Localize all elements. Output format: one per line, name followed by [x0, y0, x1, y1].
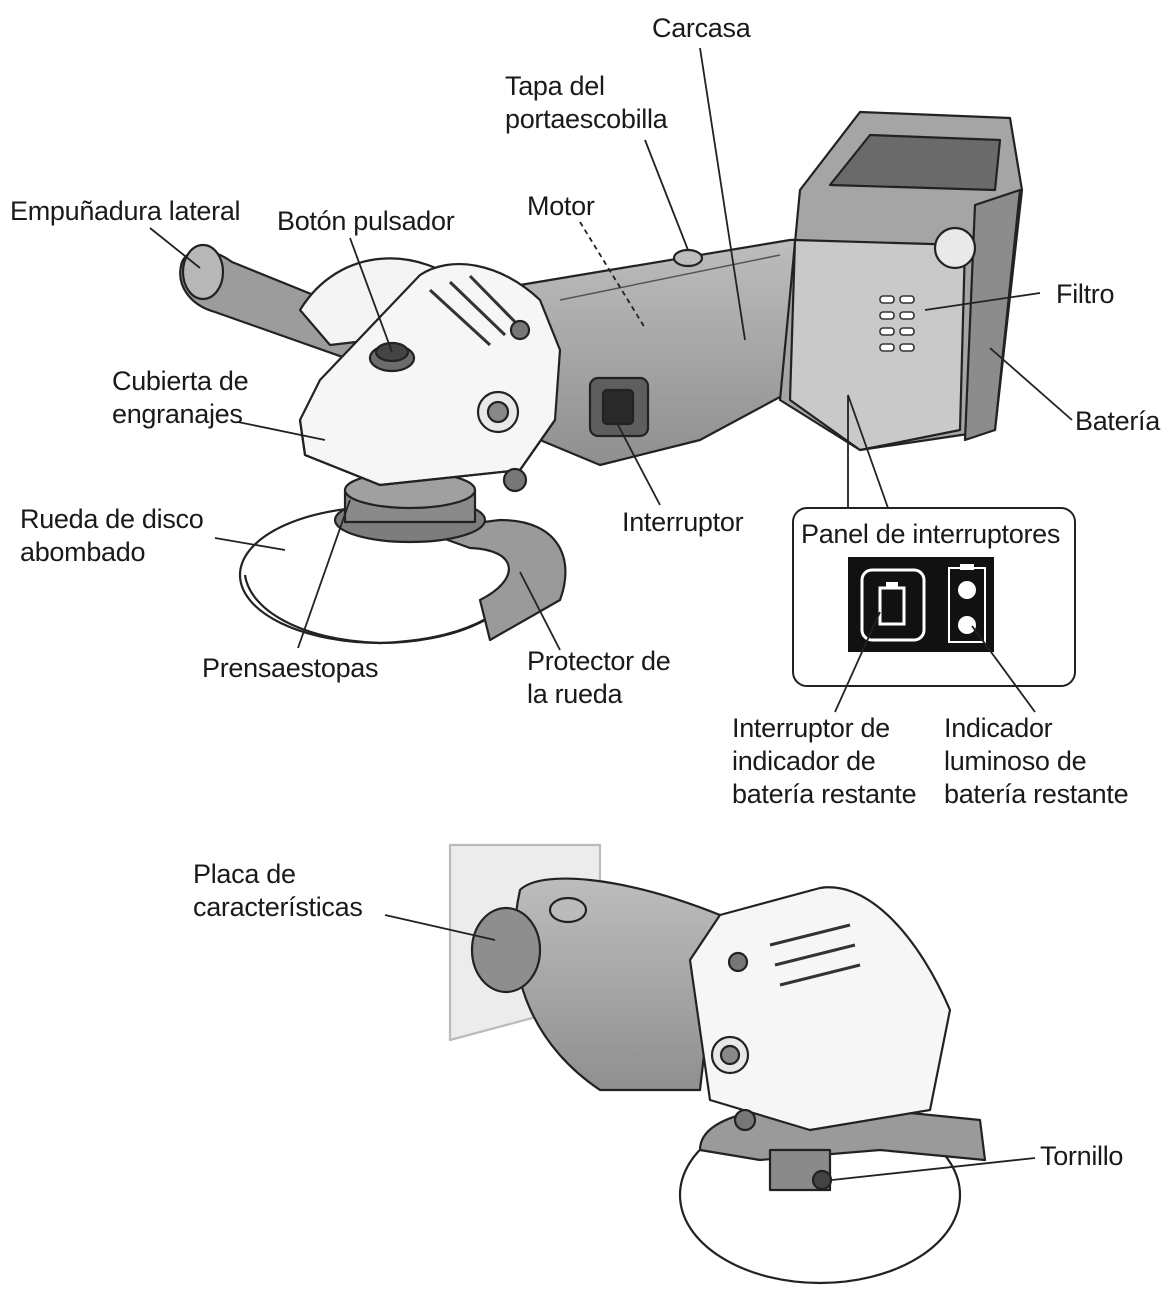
- leader-filtro: [924, 292, 1041, 311]
- leader-carcasa: [699, 47, 746, 341]
- label-placa-caracteristicas-line-1: Placa de: [193, 859, 296, 889]
- label-empunadura-lateral: Empuñadura lateral: [10, 196, 241, 226]
- label-cubierta-engranajes: Cubierta de engranajes: [112, 365, 249, 431]
- flange-nut-icon: [333, 470, 487, 544]
- gear-cover-icon: [298, 263, 562, 493]
- label-cubierta-engranajes-line-1: Cubierta de: [112, 366, 249, 396]
- label-protector-rueda-line-2: la rueda: [527, 679, 623, 709]
- screw-clamp-icon: [768, 1148, 833, 1192]
- leader-cubierta-engranajes: [237, 421, 326, 441]
- label-cubierta-engranajes-line-2: engranajes: [112, 399, 243, 429]
- switch-panel-inset: [792, 507, 1076, 687]
- label-prensaestopas: Prensaestopas: [202, 653, 379, 683]
- battery-pack-icon: [778, 110, 1024, 452]
- slide-switch-icon: [588, 376, 650, 438]
- grinder-bottom-illustration: [448, 843, 987, 1285]
- battery-switch-icon: [860, 568, 926, 642]
- label-carcasa: Carcasa: [652, 13, 751, 43]
- label-indicador-luminoso-bateria: Indicador luminoso de batería restante: [944, 712, 1129, 811]
- label-rueda-disco-line-1: Rueda de disco: [20, 504, 204, 534]
- label-protector-rueda: Protector de la rueda: [527, 645, 671, 711]
- bottom-guard-icon: [678, 1105, 987, 1285]
- label-interruptor-indicador-line-3: batería restante: [732, 779, 917, 809]
- bottom-gear-cover-icon: [688, 886, 952, 1132]
- label-interruptor-indicador-bateria: Interruptor de indicador de batería rest…: [732, 712, 917, 811]
- leader-lines: [149, 47, 1073, 1181]
- label-interruptor-indicador-line-1: Interruptor de: [732, 713, 890, 743]
- bottom-motor-housing-icon: [470, 877, 722, 1092]
- label-indicador-luminoso-line-2: luminoso de: [944, 746, 1087, 776]
- leader-tapa-portaescobilla: [644, 139, 689, 251]
- label-interruptor-indicador-line-2: indicador de: [732, 746, 876, 776]
- label-panel-interruptores: Panel de interruptores: [801, 519, 1061, 549]
- label-tapa-portaescobilla-line-2: portaescobilla: [505, 104, 668, 134]
- leader-interruptor: [617, 424, 661, 506]
- label-boton-pulsador: Botón pulsador: [277, 206, 455, 236]
- label-indicador-luminoso-line-3: batería restante: [944, 779, 1129, 809]
- label-tapa-portaescobilla: Tapa del portaescobilla: [505, 70, 668, 136]
- leader-panel-interruptores: [847, 394, 889, 509]
- leader-motor: [579, 221, 646, 329]
- label-indicador-luminoso-line-1: Indicador: [944, 713, 1053, 743]
- battery-indicator-icon: [948, 564, 986, 643]
- leader-boton-pulsador: [349, 237, 393, 353]
- label-motor: Motor: [527, 191, 595, 221]
- leader-protector-rueda: [519, 571, 561, 651]
- label-protector-rueda-line-1: Protector de: [527, 646, 671, 676]
- leader-bateria: [989, 347, 1073, 421]
- label-rueda-disco-abombado: Rueda de disco abombado: [20, 503, 204, 569]
- leader-interruptor-indicador: [834, 611, 881, 713]
- label-tapa-portaescobilla-line-1: Tapa del: [505, 71, 605, 101]
- label-bateria: Batería: [1075, 406, 1160, 436]
- label-rueda-disco-line-2: abombado: [20, 537, 146, 567]
- leader-prensaestopas: [297, 499, 351, 649]
- label-filtro: Filtro: [1056, 279, 1115, 309]
- leader-rueda-disco: [214, 537, 286, 551]
- leader-placa-caracteristicas: [384, 914, 496, 941]
- label-placa-caracteristicas: Placa de características: [193, 858, 363, 924]
- leader-empunadura-lateral: [149, 227, 201, 269]
- label-placa-caracteristicas-line-2: características: [193, 892, 363, 922]
- leader-tornillo: [831, 1157, 1036, 1181]
- grinder-top-illustration: [179, 110, 1024, 645]
- leader-indicador-luminoso: [971, 625, 1036, 713]
- label-interruptor: Interruptor: [622, 507, 744, 537]
- label-tornillo: Tornillo: [1040, 1141, 1124, 1171]
